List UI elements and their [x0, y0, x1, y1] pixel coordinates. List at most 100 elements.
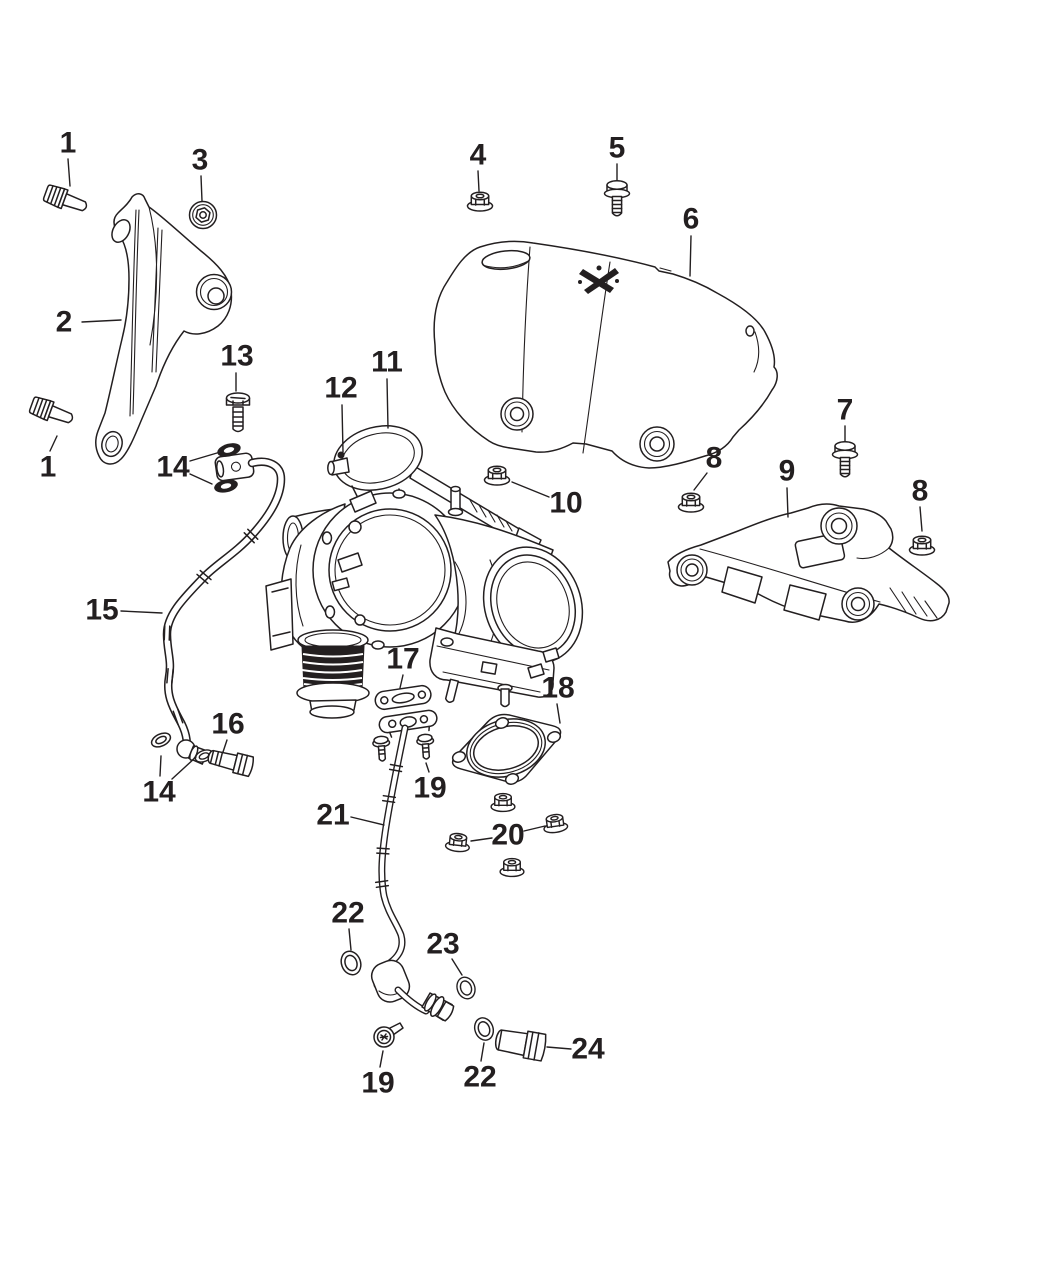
shield-flange-nut-4 [466, 191, 494, 212]
callout-1: 1 [60, 127, 77, 160]
o-ring-23 [453, 973, 479, 1003]
leader-line-22 [480, 1042, 485, 1062]
shield9-bolt-7 [831, 441, 859, 478]
leader-line-20 [470, 837, 493, 842]
callout-19: 19 [413, 772, 446, 805]
callout-10: 10 [549, 487, 582, 520]
turbocharger [265, 425, 584, 719]
leader-line-2 [81, 319, 122, 323]
leader-line-10 [511, 481, 550, 498]
leader-line-4 [477, 170, 480, 192]
leader-line-8 [693, 472, 708, 491]
shield-bolt-5 [603, 180, 631, 217]
leader-line-18 [556, 703, 561, 724]
leader-line-22 [348, 928, 352, 951]
callout-15: 15 [85, 594, 118, 627]
callout-8: 8 [912, 475, 929, 508]
drain-flange-bolt-19-left [371, 735, 392, 763]
stud-nut-20-b [541, 812, 569, 835]
drain-tube-end-fitting [421, 992, 455, 1022]
callout-4: 4 [470, 139, 487, 172]
bracket-nut [188, 200, 218, 230]
stud-nut-20-a [490, 792, 516, 813]
oil-drain-gasket-17 [374, 684, 432, 711]
leader-line-23 [451, 958, 463, 976]
callout-18: 18 [541, 672, 574, 705]
bracket-bolt-lower [27, 394, 77, 430]
drain-flange-bolt-19-right [415, 733, 436, 761]
callout-3: 3 [192, 144, 209, 177]
leader-line-11 [386, 378, 389, 429]
mounting-bracket-studs [429, 627, 560, 708]
oil-drain-flange [378, 709, 438, 738]
callout-24: 24 [571, 1033, 605, 1066]
hot-surface-warning-icon [578, 265, 619, 294]
shield-grommet-right [639, 426, 675, 462]
leader-line-15 [120, 610, 163, 614]
actuator-fitting-12 [327, 451, 350, 476]
callout-5: 5 [609, 132, 626, 165]
upper-heat-shield [433, 240, 778, 469]
turbo-support-bracket [95, 193, 233, 465]
banjo-bolt-16 [207, 749, 255, 778]
leader-line-19 [379, 1050, 384, 1068]
callout-13: 13 [220, 340, 253, 373]
callout-12: 12 [324, 372, 357, 405]
callout-7: 7 [837, 394, 854, 427]
callout-8: 8 [706, 442, 723, 475]
shield-grommet-left [500, 397, 534, 431]
callout-2: 2 [56, 306, 73, 339]
leader-line-14 [171, 756, 197, 780]
sealing-washer-14-b [212, 477, 240, 495]
leader-line-14 [159, 755, 162, 777]
lower-heat-shield [667, 503, 950, 623]
bracket-bolt-upper [41, 182, 91, 218]
turbo-flange-nut-10 [483, 465, 511, 486]
leader-line-20 [523, 825, 546, 832]
sealing-washer-14-c [148, 729, 174, 751]
leader-line-12 [341, 404, 344, 453]
callout-6: 6 [683, 203, 700, 236]
leader-line-9 [786, 487, 789, 518]
leader-line-1 [67, 158, 71, 187]
callout-17: 17 [386, 643, 419, 676]
leader-line-6 [689, 235, 692, 277]
leader-line-8 [919, 506, 923, 532]
shield9-grommet-bottom [841, 587, 875, 621]
callout-16: 16 [211, 708, 244, 741]
callout-19: 19 [361, 1067, 394, 1100]
callout-1: 1 [40, 451, 57, 484]
shield9-nut-8-right [908, 535, 936, 556]
banjo-bolt-13 [225, 392, 251, 433]
turbine-outlet-coupling [296, 629, 370, 719]
o-ring-22-lower [470, 1014, 498, 1044]
turbo-inlet-gasket-18 [451, 713, 562, 785]
callout-14: 14 [156, 451, 190, 484]
callout-22: 22 [463, 1061, 496, 1094]
o-ring-22-upper [337, 947, 365, 979]
shield9-grommet-left [676, 554, 708, 586]
leader-line-24 [546, 1046, 572, 1050]
callout-9: 9 [779, 455, 796, 488]
drain-plug-24 [494, 1029, 547, 1062]
callout-21: 21 [316, 799, 349, 832]
callout-11: 11 [371, 346, 403, 379]
shield9-grommet-top [820, 507, 858, 545]
banjo-fitting [214, 452, 255, 482]
oil-drain-tube [370, 724, 455, 1022]
stud-nut-20-c [444, 831, 472, 854]
compressor-outlet-cone [434, 514, 584, 664]
compressor-housing-face [312, 489, 468, 650]
leader-line-17 [399, 674, 404, 689]
shield9-nut-8-left [677, 492, 705, 513]
elbow-bolt-19 [373, 1022, 404, 1048]
leader-line-19 [425, 762, 430, 773]
leader-line-3 [200, 175, 203, 202]
leader-line-16 [222, 739, 228, 753]
callout-14: 14 [142, 776, 176, 809]
leader-line-14 [189, 452, 218, 462]
callout-22: 22 [331, 897, 364, 930]
leader-line-1 [49, 435, 58, 452]
